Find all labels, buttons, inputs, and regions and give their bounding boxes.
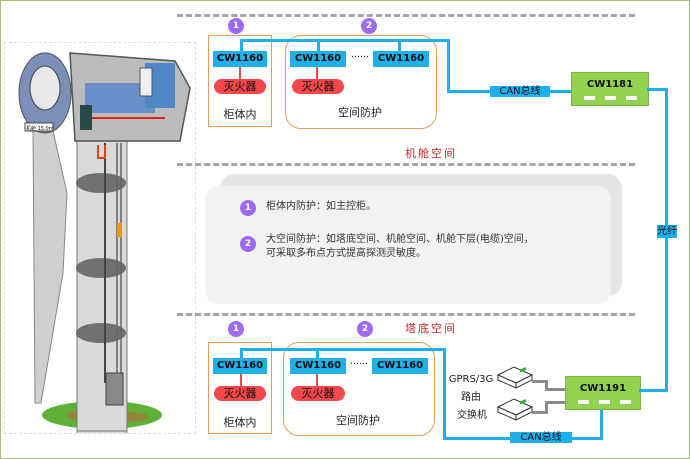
can-bus-label: CAN总线 bbox=[510, 432, 572, 443]
fiber-line bbox=[647, 88, 667, 91]
badge-1: 1 bbox=[228, 18, 244, 34]
note-badge-1: 1 bbox=[240, 200, 256, 216]
badge-2: 2 bbox=[357, 321, 373, 337]
cabinet-label: 柜体内 bbox=[223, 416, 257, 429]
detector-cw1160: CW1160 bbox=[213, 51, 267, 67]
platform bbox=[76, 258, 126, 278]
note-badge-2: 2 bbox=[240, 236, 256, 252]
badge-2: 2 bbox=[361, 18, 377, 34]
extinguisher: 灭火器 bbox=[292, 79, 344, 94]
switch-icon bbox=[496, 398, 534, 421]
wind-turbine-illustration: 机舱 15.0m bbox=[4, 42, 196, 437]
tower-cabinet bbox=[105, 372, 124, 406]
ellipsis: …… bbox=[351, 50, 369, 60]
hub-cw1191: CW1191 bbox=[565, 376, 641, 410]
note-1-text: 柜体内防护：如主控柜。 bbox=[266, 201, 376, 212]
cabinet-box bbox=[208, 35, 272, 127]
note-2-line-2: 可采取多布点方式提高探测灵敏度。 bbox=[266, 248, 426, 259]
fiber-label: 光纤 bbox=[657, 225, 677, 238]
bottom-separator bbox=[177, 313, 635, 316]
section-tower-base-title: 塔底空间 bbox=[405, 322, 457, 335]
detector-cw1160: CW1160 bbox=[213, 358, 267, 374]
extinguisher: 灭火器 bbox=[214, 386, 266, 401]
extinguisher: 灭火器 bbox=[214, 79, 266, 94]
note-2-line-1: 大空间防护：如塔底空间、机舱空间、机舱下层(电缆)空间， bbox=[266, 234, 534, 245]
ellipsis: …… bbox=[350, 357, 368, 367]
detector-cw1160: CW1160 bbox=[373, 51, 429, 67]
section-nacelle-title: 机舱空间 bbox=[405, 147, 457, 160]
cabinet-box bbox=[208, 342, 272, 434]
router-label: GPRS/3G bbox=[448, 374, 494, 385]
cabinet-label: 柜体内 bbox=[223, 108, 257, 121]
turbine-svg: 机舱 15.0m bbox=[18, 52, 191, 437]
can-bus-line bbox=[240, 348, 445, 351]
can-bus-label: CAN总线 bbox=[490, 86, 550, 97]
detector-cw1160: CW1160 bbox=[290, 51, 346, 67]
badge-1: 1 bbox=[228, 321, 244, 337]
platform bbox=[76, 173, 126, 193]
router-icon bbox=[496, 366, 534, 389]
can-bus-line bbox=[240, 39, 448, 42]
switch-link bbox=[532, 411, 546, 414]
space-protection-label: 空间防护 bbox=[336, 414, 380, 427]
space-protection-box bbox=[283, 342, 435, 436]
nacelle-height-tag: 机舱 15.0m bbox=[26, 125, 54, 132]
detector-cw1160: CW1160 bbox=[290, 358, 346, 374]
note-card bbox=[205, 186, 611, 304]
turbine-blade bbox=[32, 130, 68, 404]
platform bbox=[76, 323, 126, 343]
detector-cw1160: CW1160 bbox=[372, 358, 428, 374]
space-protection-label: 空间防护 bbox=[338, 106, 382, 119]
top-separator bbox=[177, 14, 635, 17]
router-label-2: 路由 bbox=[461, 392, 481, 403]
hub-cw1181: CW1181 bbox=[571, 72, 649, 106]
middle-separator bbox=[177, 163, 635, 166]
extinguisher: 灭火器 bbox=[291, 386, 345, 401]
switch-label: 交换机 bbox=[457, 410, 487, 421]
fiber-line bbox=[639, 389, 668, 392]
router-link bbox=[532, 380, 546, 383]
space-protection-box bbox=[285, 35, 437, 129]
hub-name: CW1181 bbox=[586, 79, 634, 90]
hub-name: CW1191 bbox=[579, 383, 627, 394]
